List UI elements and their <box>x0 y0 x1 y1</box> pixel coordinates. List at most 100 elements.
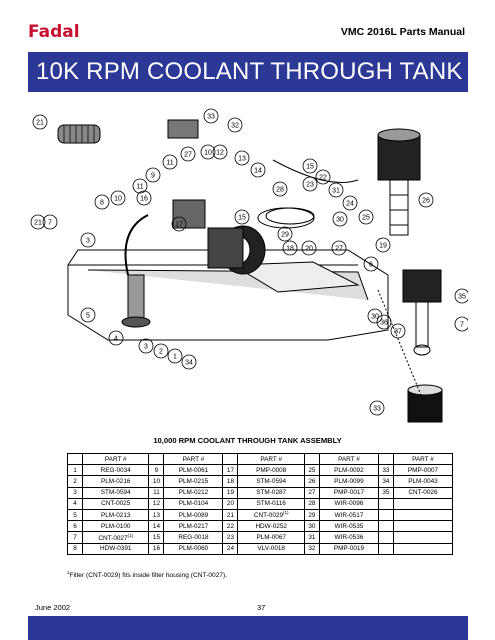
callout-label: 30 <box>371 314 379 321</box>
item-number: 4 <box>67 497 83 510</box>
callout-label: 17 <box>175 222 183 229</box>
item-number: 10 <box>148 475 165 488</box>
part-number-text: WIR-0096 <box>334 500 364 508</box>
part-number: PLM-0104 <box>163 497 224 510</box>
part-number-text: PLM-0043 <box>408 477 438 485</box>
callout-label: 27 <box>184 152 192 159</box>
part-number-text: PMP-0017 <box>333 489 365 497</box>
part-number: HDW-0252 <box>237 520 305 533</box>
callout-label: 3 <box>144 344 148 351</box>
item-number: 9 <box>148 464 165 477</box>
callout-label: 31 <box>332 188 340 195</box>
item-number: 16 <box>148 542 165 555</box>
part-number-text: PLM-0100 <box>100 522 131 530</box>
item-number: 19 <box>222 486 239 499</box>
item-number: 11 <box>148 486 165 499</box>
callout-label: 20 <box>305 246 313 253</box>
part-number-text: REG-0034 <box>100 466 131 474</box>
part-number-text: REG-0018 <box>178 533 209 541</box>
part-number: PLM-0092 <box>318 464 379 477</box>
item-number: 20 <box>222 497 239 510</box>
item-number: 21 <box>222 508 239 522</box>
item-number <box>377 520 394 533</box>
footnote-ref: (1) <box>283 510 289 516</box>
part-number-text: PLM-0060 <box>178 545 209 553</box>
part-number-text: PLM-0217 <box>178 522 209 530</box>
part-number-text: CNT-0026 <box>408 489 438 497</box>
callout-label: 7 <box>48 220 52 227</box>
part-number: VLV-0018 <box>237 542 305 555</box>
col-item <box>67 452 83 466</box>
high-pressure-pump <box>377 128 421 236</box>
callout-label: 32 <box>231 123 239 130</box>
callout-label: 29 <box>281 232 289 239</box>
item-number: 27 <box>303 486 320 499</box>
col-item <box>377 452 394 466</box>
part-number: REG-0034 <box>81 464 150 477</box>
callout-label: 28 <box>276 187 284 194</box>
footer-bar <box>28 616 468 640</box>
part-number: CNT-0027(1) <box>81 531 150 544</box>
callout-label: 36 <box>380 320 388 327</box>
part-number-text: PLM-0067 <box>256 533 286 541</box>
callout-label: 15 <box>306 164 314 171</box>
item-number: 6 <box>67 520 83 533</box>
part-number: WIR-0096 <box>318 497 379 510</box>
filter-element <box>57 124 101 144</box>
col-part: PART # <box>237 452 305 466</box>
footer-page-number: 37 <box>257 603 266 612</box>
part-number-text: VLV-0018 <box>257 545 285 553</box>
footer-date: June 2002 <box>35 603 71 612</box>
callout-label: 21 <box>34 220 42 227</box>
booster-pump <box>402 269 442 356</box>
item-number: 17 <box>222 464 239 477</box>
callout-label: 22 <box>319 175 327 182</box>
callout-label: 33 <box>373 406 381 413</box>
part-number: PLM-0215 <box>163 475 224 488</box>
part-number-text: PLM-0099 <box>334 477 364 485</box>
callout-label: 24 <box>346 201 354 208</box>
part-number: PMP-0008 <box>237 464 305 477</box>
part-number: PMP-0007 <box>392 464 454 477</box>
callout-label: 2 <box>159 349 163 356</box>
chip-tray <box>231 261 360 293</box>
part-number-text: PMP-0019 <box>333 545 365 553</box>
part-number: WIR-0536 <box>318 531 379 544</box>
item-number: 35 <box>377 486 394 499</box>
part-number-text: WIR-0535 <box>334 522 364 530</box>
footnote: 1Filter (CNT-0029) fits inside filter ho… <box>67 570 227 579</box>
footnote-mark: 1 <box>67 570 70 575</box>
part-number-text: CNT-0029 <box>253 512 284 520</box>
part-number-text: WIR-0517 <box>334 511 364 519</box>
part-number <box>392 520 454 533</box>
callout-label: 30 <box>336 217 344 224</box>
part-number: CNT-0029(1) <box>237 508 305 522</box>
part-number: PLM-0100 <box>81 520 150 533</box>
part-number: CNT-0025 <box>81 497 150 510</box>
part-number: PLM-0216 <box>81 475 150 488</box>
callout-label: 16 <box>140 196 148 203</box>
part-number-text: STM-0116 <box>256 500 286 508</box>
callout-label: 23 <box>306 182 314 189</box>
item-number: 33 <box>377 464 394 477</box>
callout-label: 37 <box>394 329 402 336</box>
col-part: PART # <box>318 452 379 466</box>
item-number: 7 <box>67 531 83 544</box>
item-number: 23 <box>222 531 239 544</box>
callout-label: 1 <box>173 354 177 361</box>
item-number: 25 <box>303 464 320 477</box>
callout-label: 35 <box>458 294 466 301</box>
item-number: 15 <box>148 531 165 544</box>
part-number: PMP-0019 <box>318 542 379 555</box>
part-number-text: HDW-0391 <box>99 545 132 553</box>
callout-label: 12 <box>216 150 224 157</box>
item-number: 14 <box>148 520 165 533</box>
callout-label: 11 <box>166 160 173 167</box>
part-number: PLM-0099 <box>318 475 379 488</box>
callout-label: 13 <box>238 156 246 163</box>
part-number: REG-0018 <box>163 531 224 544</box>
